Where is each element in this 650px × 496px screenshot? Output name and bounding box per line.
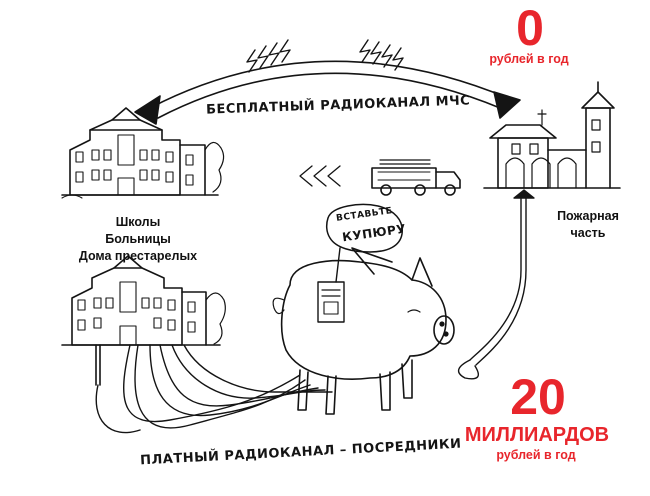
fire-station-label-line1: Пожарная: [557, 209, 619, 223]
buildings-label-schools: Школы: [115, 215, 161, 229]
hospital-building: [61, 255, 226, 386]
paid-cables: [95, 344, 333, 434]
buildings-label-hospitals: Больницы: [105, 232, 171, 246]
fire-station-cable: [457, 189, 535, 380]
pig-sign-bubble: [325, 203, 403, 253]
fire-station: [483, 81, 621, 189]
paid-cost-number: 20: [510, 369, 566, 425]
motion-arrows: [299, 165, 341, 187]
free-channel-arrow: [134, 39, 521, 125]
free-cost-unit: рублей в год: [489, 52, 569, 66]
pig: [272, 247, 455, 415]
paid-cost-unit: рублей в год: [496, 448, 576, 462]
buildings-label-nursing-homes: Дома престарелых: [78, 249, 198, 263]
buildings-label: Школы Больницы Дома престарелых: [68, 214, 208, 265]
free-cost-number: 0: [516, 0, 544, 56]
fire-truck: [371, 159, 461, 196]
fire-station-label-line2: часть: [570, 226, 606, 240]
school-building-top: [61, 107, 225, 199]
fire-station-label: Пожарная часть: [548, 208, 628, 242]
paid-cost-word: МИЛЛИАРДОВ: [464, 424, 610, 446]
